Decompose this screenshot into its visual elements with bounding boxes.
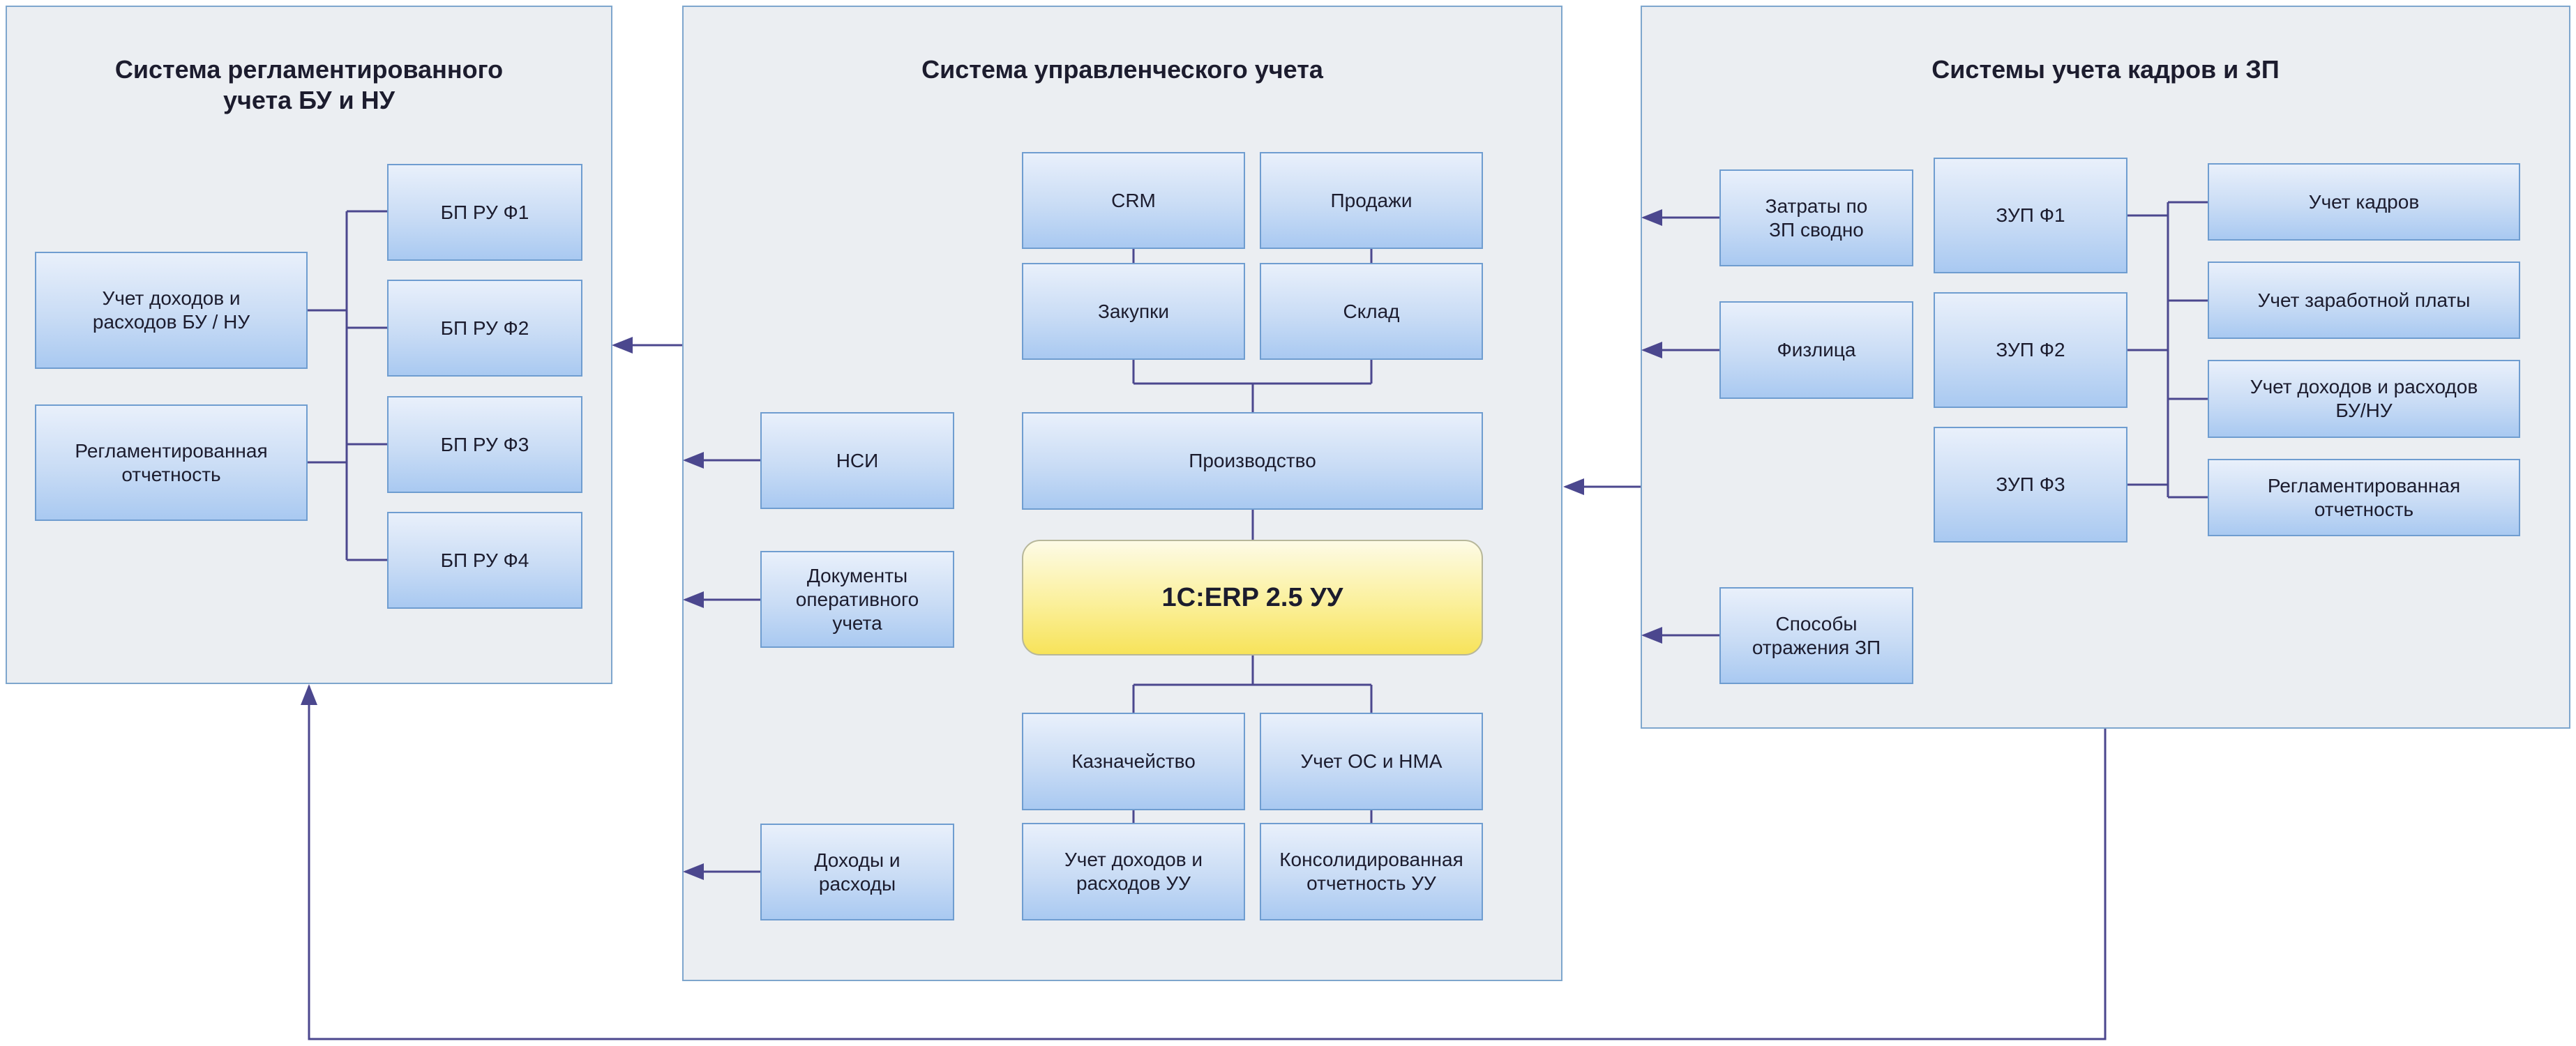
bp-ru-f1-box: БП РУ Ф1: [387, 164, 582, 261]
zup-f3-box: ЗУП Ф3: [1934, 427, 2127, 543]
payroll-costs-box: Затраты по ЗП сводно: [1719, 169, 1913, 266]
personnel-accounting-box: Учет кадров: [2208, 163, 2520, 241]
salary-accounting-box: Учет заработной платы: [2208, 262, 2520, 339]
mgmt-income-expense-box: Учет доходов и расходов УУ: [1022, 823, 1245, 920]
individuals-box: Физлица: [1719, 301, 1913, 399]
purchases-box: Закупки: [1022, 263, 1245, 360]
erp-core-box: 1С:ERP 2.5 УУ: [1022, 540, 1483, 655]
operational-docs-box: Документы оперативного учета: [760, 551, 954, 648]
revenue-expense-box: Доходы и расходы: [760, 824, 954, 920]
zup-f1-box: ЗУП Ф1: [1934, 158, 2127, 273]
nsi-box: НСИ: [760, 412, 954, 509]
zup-f2-box: ЗУП Ф2: [1934, 292, 2127, 408]
hr-income-expense-box: Учет доходов и расходов БУ/НУ: [2208, 360, 2520, 438]
treasury-box: Казначейство: [1022, 713, 1245, 810]
warehouse-box: Склад: [1260, 263, 1483, 360]
fixed-assets-box: Учет ОС и НМА: [1260, 713, 1483, 810]
panel-title-hr: Системы учета кадров и ЗП: [1931, 55, 2280, 84]
hr-reporting-box: Регламентированная отчетность: [2208, 459, 2520, 536]
reg-income-expense-box: Учет доходов и расходов БУ / НУ: [35, 252, 308, 369]
consolidated-reporting-box: Консолидированная отчетность УУ: [1260, 823, 1483, 920]
bp-ru-f2-box: БП РУ Ф2: [387, 280, 582, 377]
crm-box: CRM: [1022, 152, 1245, 249]
panel-title-management: Система управленческого учета: [921, 55, 1323, 84]
production-box: Производство: [1022, 412, 1483, 510]
payroll-methods-box: Способы отражения ЗП: [1719, 587, 1913, 684]
bp-ru-f3-box: БП РУ Ф3: [387, 396, 582, 493]
bp-ru-f4-box: БП РУ Ф4: [387, 512, 582, 609]
sales-box: Продажи: [1260, 152, 1483, 249]
panel-title-regulated: Система регламентированного учета БУ и Н…: [114, 55, 504, 114]
reg-reporting-box: Регламентированная отчетность: [35, 404, 308, 521]
